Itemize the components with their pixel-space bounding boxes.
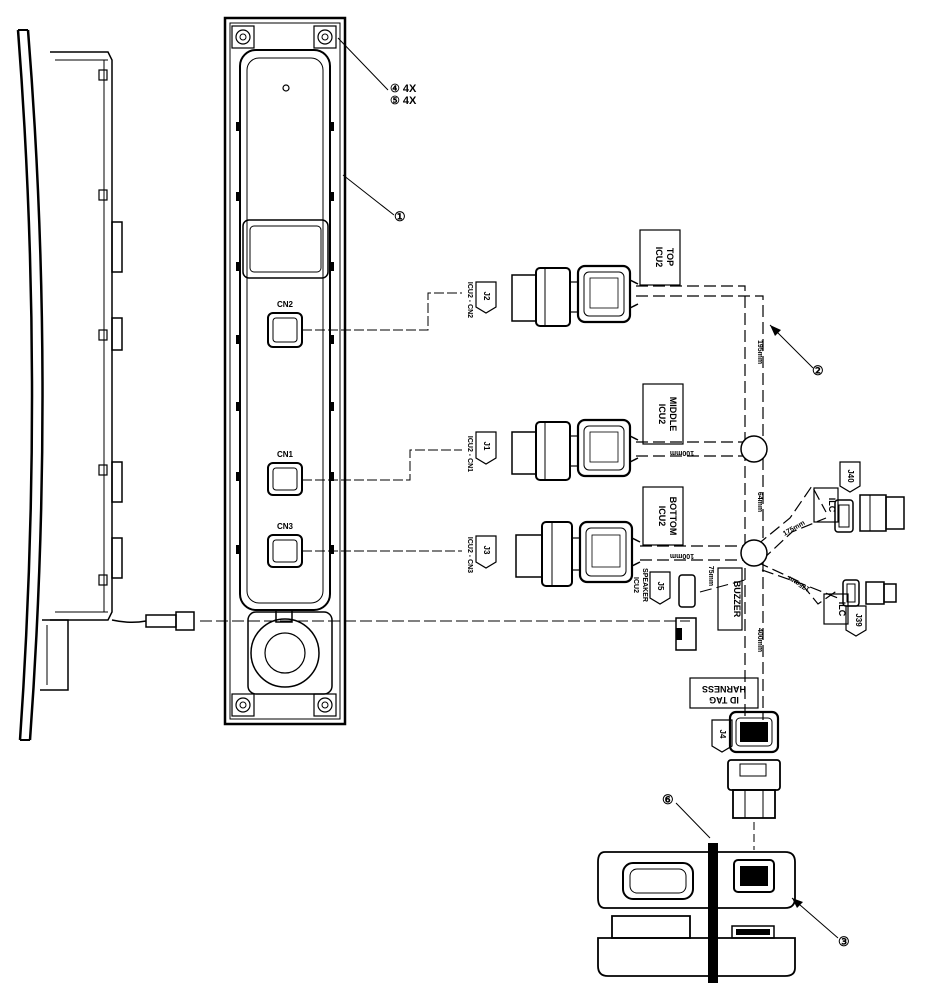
tag-ilc-bottom: ILC: [837, 602, 847, 617]
callout-2: ②: [812, 363, 824, 378]
ref-cn2: ICU2 - CN2: [466, 282, 473, 318]
connection-lines: [302, 292, 462, 552]
dim-400: 400mm: [756, 628, 763, 652]
front-panel: [223, 16, 347, 726]
tag-top-line2: TOP: [665, 248, 675, 266]
dim-100-a: 100mm: [670, 449, 694, 456]
callout-5x: ⑤ 4X: [390, 95, 417, 107]
tag-ilc-top: ILC: [827, 498, 837, 513]
dim-100-b: 100mm: [670, 552, 694, 559]
cn3-label: CN3: [277, 522, 294, 531]
side-view-housing: [16, 29, 690, 741]
tag-bottom-line1: ICU2: [657, 506, 667, 527]
breakout-node-2: [740, 539, 768, 567]
mating-connector: [727, 759, 781, 850]
tags: [639, 229, 849, 709]
dim-75: 75mm: [707, 566, 714, 586]
breakout-node-1: [740, 435, 768, 463]
dim-64: 64mm: [756, 492, 763, 512]
ref-j40: J40: [846, 469, 855, 483]
ref-j2: J2: [482, 292, 491, 301]
tag-middle-line2: MIDDLE: [668, 397, 678, 432]
callout-1: ①: [394, 209, 406, 224]
ref-j5: J5: [656, 582, 665, 591]
ref-cn3: ICU2 - CN3: [466, 537, 473, 573]
ref-j1: J1: [482, 442, 491, 451]
dim-195: 195mm: [756, 340, 763, 364]
connector-j40: [834, 461, 905, 533]
ref-cn1: ICU2 - CN1: [466, 436, 473, 472]
callout-3: ③: [838, 934, 850, 949]
tag-top-line1: ICU2: [654, 247, 664, 268]
ref-j39: J39: [854, 613, 863, 627]
dim-175-b: 175mm: [787, 574, 811, 592]
tag-harness-line2: ID TAG: [709, 695, 739, 705]
dim-175-a: 175mm: [782, 520, 806, 538]
connector-pins: [589, 277, 621, 568]
connector-j3: [515, 520, 641, 587]
tag-harness-line1: HARNESS: [702, 684, 746, 694]
tag-middle-line1: ICU2: [657, 404, 667, 425]
connector-j4: [711, 710, 780, 754]
ref-j3: J3: [482, 546, 491, 555]
ref-flags: [475, 281, 497, 569]
connector-j1: [511, 418, 639, 481]
ref-j4: J4: [718, 730, 727, 739]
tag-speaker-line1: ICU2: [632, 577, 639, 593]
j5-flag: [649, 571, 671, 605]
connector-j39: [842, 579, 897, 637]
callout-4x: ④ 4X: [390, 83, 417, 95]
connector-j2: [511, 264, 639, 327]
tag-bottom-line2: BOTTOM: [668, 497, 678, 536]
cn1-label: CN1: [277, 450, 294, 459]
cn2-label: CN2: [277, 300, 294, 309]
callout-6: ⑥: [662, 792, 674, 807]
module-3: [597, 843, 796, 983]
speaker-plug: [678, 574, 696, 608]
tag-speaker-line2: SPEAKER: [641, 568, 648, 602]
tag-buzzer: BUZZER: [732, 581, 742, 618]
harness-trunk: [636, 285, 839, 720]
